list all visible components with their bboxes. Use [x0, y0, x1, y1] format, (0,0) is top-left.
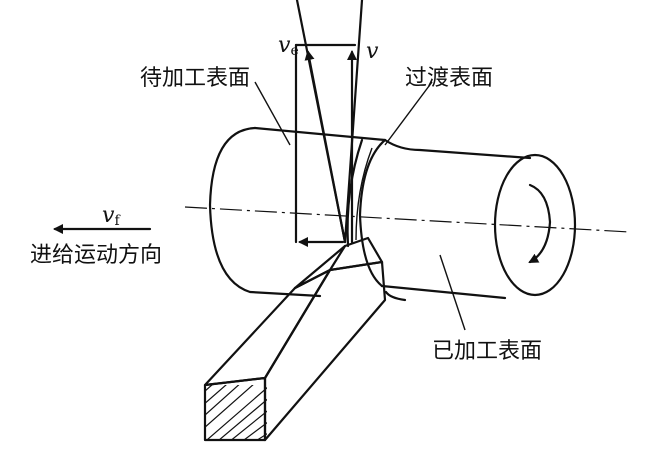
velocity-vectors [294, 0, 364, 247]
label-feed-direction: 进给运动方向 [30, 243, 162, 268]
symbol-v: v [366, 39, 379, 64]
label-machined-surface: 已加工表面 [432, 339, 542, 364]
symbol-vf: vf [102, 203, 121, 229]
cutting-tool [203, 236, 387, 442]
leader-lines [254, 81, 466, 331]
rotation-arrow-icon [528, 183, 552, 264]
label-transition-surface: 过渡表面 [405, 66, 493, 91]
symbol-ve: ve [278, 33, 299, 59]
center-axis [184, 206, 631, 233]
workpiece-machined-section [380, 138, 577, 302]
label-surface-to-machine: 待加工表面 [140, 66, 250, 91]
workpiece-unmachined-section [208, 126, 387, 298]
transition-shoulder [355, 138, 387, 288]
